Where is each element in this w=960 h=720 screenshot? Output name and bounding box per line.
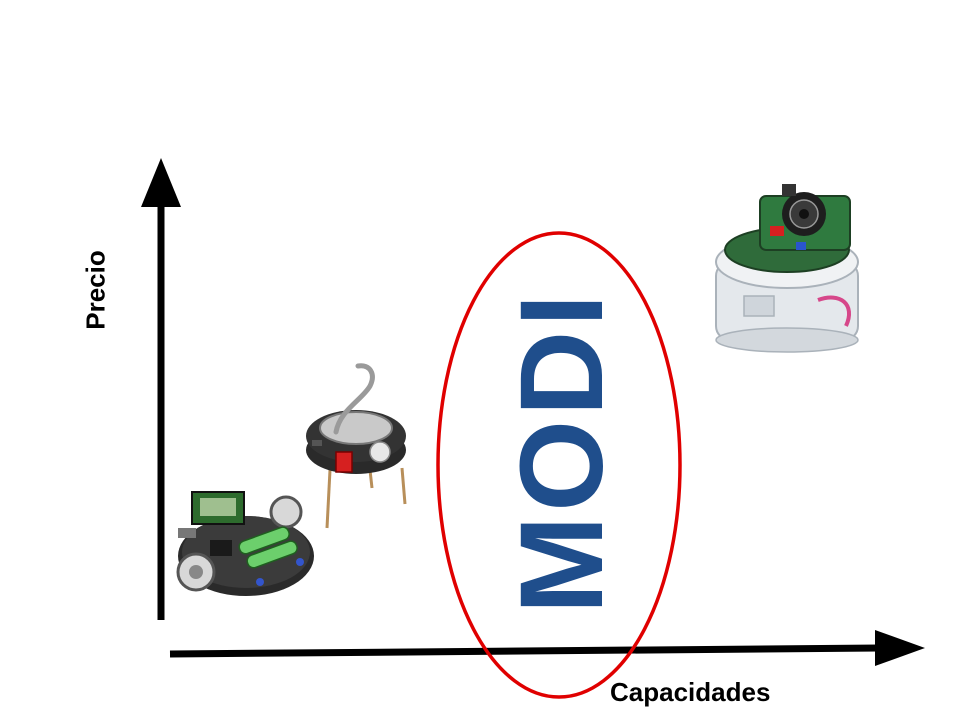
x-axis-arrowhead [875,630,925,666]
y-axis-label: Precio [80,250,111,330]
x-axis-label: Capacidades [610,677,771,707]
modi-highlight-ellipse [436,231,682,699]
y-axis [141,158,181,620]
kilobot-robot-icon [306,363,407,529]
x-axis [169,630,925,666]
e-puck-robot-icon [715,184,859,353]
3pi-robot-icon [176,491,314,596]
y-axis-arrowhead [141,158,181,207]
modi-text: MODI [496,289,628,615]
